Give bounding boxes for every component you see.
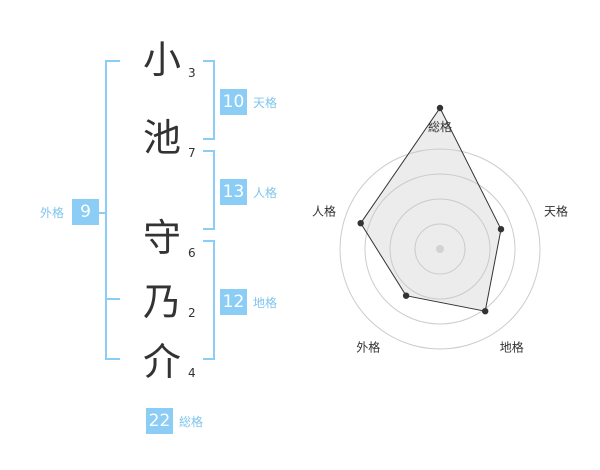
chikaku-bracket-top [203,240,215,242]
radar-ring-1 [414,223,466,275]
tenkaku-bracket-top [203,60,215,62]
stroke-count-4: 2 [188,306,196,320]
radar-series-polygon [360,107,502,312]
radar-point-2 [497,226,505,233]
radar-point-4 [402,292,410,299]
soukaku-value: 22 [146,408,173,434]
stroke-count-1: 3 [188,66,196,80]
gaikaku-label: 外格 [40,206,65,220]
radar-axis-label-4: 外格 [356,340,380,355]
name-char-4: 乃 [142,280,181,324]
name-char-1: 小 [142,38,181,82]
jinkaku-label: 人格 [253,186,278,200]
tenkaku-bracket-bottom [203,138,215,140]
soukaku-label: 総格 [179,415,204,429]
radar-ring-4 [339,148,541,350]
stroke-count-2: 7 [188,146,196,160]
chikaku-bracket-vertical [213,240,215,360]
radar-ring-2 [389,198,491,300]
radar-point-5 [357,220,364,227]
jinkaku-value: 13 [220,179,247,205]
radar-point-3 [482,308,489,315]
jinkaku-bracket-bottom [203,228,215,230]
gaikaku-bracket-connector [98,212,106,214]
chikaku-value: 12 [220,289,247,315]
radar-point-1 [436,104,444,112]
jinkaku-bracket-vertical [213,150,215,230]
tenkaku-label: 天格 [253,96,278,110]
radar-axis-label-2: 天格 [544,203,568,218]
radar-axis-label-3: 地格 [500,340,524,355]
gaikaku-value: 9 [72,199,99,225]
chikaku-bracket-bottom [203,358,215,360]
radar-axis-label-5: 人格 [312,203,336,218]
chikaku-label: 地格 [253,296,278,310]
stroke-count-3: 6 [188,246,196,260]
radar-center-dot [436,245,444,253]
name-char-3: 守 [142,216,181,260]
gaikaku-bracket-mid [105,298,120,300]
name-char-2: 池 [142,116,181,160]
gaikaku-bracket-bottom [105,358,120,360]
jinkaku-bracket-top [203,150,215,152]
tenkaku-value: 10 [220,89,247,115]
stroke-count-5: 4 [188,366,196,380]
tenkaku-bracket-vertical [213,60,215,140]
radar-ring-3 [364,173,516,325]
gaikaku-bracket-top [105,60,120,62]
name-char-5: 介 [142,340,181,384]
gaikaku-bracket-vertical [105,60,107,360]
radar-axis-label-1: 総格 [428,119,452,134]
